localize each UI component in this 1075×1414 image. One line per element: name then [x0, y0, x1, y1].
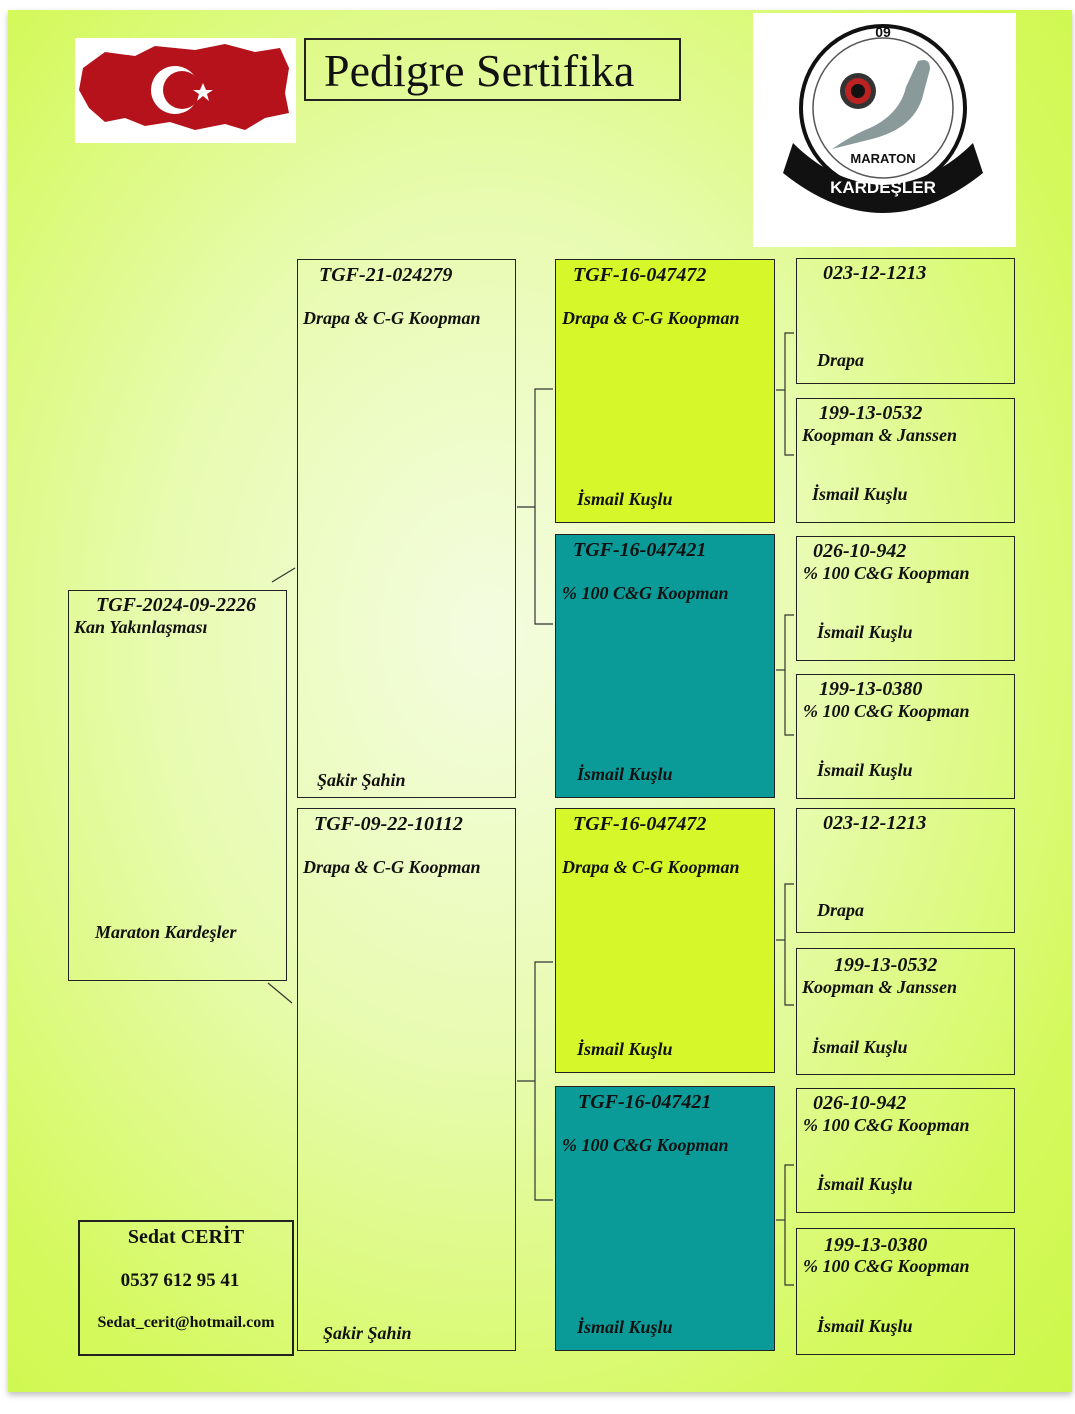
subject-owner: Maraton Kardeşler [95, 922, 237, 942]
grandparent-strain: Drapa & C-G Koopman [562, 857, 740, 877]
subject-box: TGF-2024-09-2226 Kan Yakınlaşması Marato… [68, 590, 287, 981]
grandparent-ring: TGF-16-047421 [578, 1091, 712, 1113]
great-grandparent-box: 199-13-0532 Koopman & Janssen İsmail Kuş… [796, 948, 1015, 1075]
ggp-owner: İsmail Kuşlu [817, 1316, 913, 1336]
ggp-strain: Drapa [817, 900, 865, 920]
sire-strain: Drapa & C-G Koopman [303, 308, 481, 328]
great-grandparent-box: 199-13-0380 % 100 C&G Koopman İsmail Kuş… [796, 1228, 1015, 1355]
grandparent-owner: İsmail Kuşlu [577, 764, 673, 784]
grandparent-strain: % 100 C&G Koopman [562, 1135, 729, 1155]
ggp-owner: İsmail Kuşlu [812, 484, 908, 504]
grandparent-owner: İsmail Kuşlu [577, 489, 673, 509]
ggp-strain: Koopman & Janssen [802, 425, 958, 445]
grandparent-box: TGF-16-047421 % 100 C&G Koopman İsmail K… [555, 534, 775, 798]
ggp-strain: Koopman & Janssen [802, 977, 958, 997]
ggp-ring: 199-13-0380 [819, 678, 923, 700]
great-grandparent-box: 199-13-0380 % 100 C&G Koopman İsmail Kuş… [796, 674, 1015, 799]
dam-ring: TGF-09-22-10112 [314, 813, 463, 835]
page-title: Pedigre Sertifika [324, 45, 635, 96]
sire-ring: TGF-21-024279 [319, 264, 453, 286]
dam-strain: Drapa & C-G Koopman [303, 857, 481, 877]
great-grandparent-box: 023-12-1213 Drapa [796, 808, 1015, 933]
ggp-ring: 026-10-942 [813, 540, 907, 562]
sire-owner: Şakir Şahin [317, 770, 406, 790]
logo-text-kardesler: KARDEŞLER [830, 178, 936, 197]
contact-email[interactable]: Sedat_cerit@hotmail.com [97, 1314, 275, 1331]
contact-name: Sedat CERİT [127, 1226, 245, 1248]
grandparent-owner: İsmail Kuşlu [577, 1039, 673, 1059]
grandparent-box: TGF-16-047421 % 100 C&G Koopman İsmail K… [555, 1086, 775, 1351]
dam-box: TGF-09-22-10112 Drapa & C-G Koopman Şaki… [297, 808, 516, 1351]
grandparent-ring: TGF-16-047472 [573, 264, 707, 286]
grandparent-owner: İsmail Kuşlu [577, 1317, 673, 1337]
ggp-owner: İsmail Kuşlu [817, 1174, 913, 1194]
grandparent-box: TGF-16-047472 Drapa & C-G Koopman İsmail… [555, 808, 775, 1073]
ggp-owner: İsmail Kuşlu [817, 760, 913, 780]
ggp-strain: % 100 C&G Koopman [803, 701, 970, 721]
logo-text-maraton: MARATON [850, 151, 915, 166]
subject-strain: Kan Yakınlaşması [74, 617, 208, 637]
logo-number: 09 [875, 24, 891, 40]
great-grandparent-box: 023-12-1213 Drapa [796, 258, 1015, 384]
grandparent-ring: TGF-16-047421 [573, 539, 707, 561]
great-grandparent-box: 026-10-942 % 100 C&G Koopman İsmail Kuşl… [796, 1088, 1015, 1213]
ggp-strain: % 100 C&G Koopman [803, 563, 970, 583]
ggp-ring: 199-13-0532 [819, 402, 923, 424]
ggp-ring: 026-10-942 [813, 1092, 907, 1114]
ggp-ring: 199-13-0532 [834, 954, 938, 976]
ggp-ring: 023-12-1213 [823, 262, 927, 284]
ggp-owner: İsmail Kuşlu [817, 622, 913, 642]
title-box: Pedigre Sertifika [304, 38, 681, 101]
grandparent-strain: % 100 C&G Koopman [562, 583, 729, 603]
ggp-ring: 199-13-0380 [824, 1234, 928, 1256]
great-grandparent-box: 199-13-0532 Koopman & Janssen İsmail Kuş… [796, 398, 1015, 523]
subject-ring: TGF-2024-09-2226 [96, 594, 256, 616]
great-grandparent-box: 026-10-942 % 100 C&G Koopman İsmail Kuşl… [796, 536, 1015, 661]
contact-box: Sedat CERİT 0537 612 95 41 Sedat_cerit@h… [78, 1220, 294, 1356]
ggp-strain: % 100 C&G Koopman [803, 1256, 970, 1276]
ggp-ring: 023-12-1213 [823, 812, 927, 834]
ggp-owner: İsmail Kuşlu [812, 1037, 908, 1057]
ggp-strain: % 100 C&G Koopman [803, 1115, 970, 1135]
grandparent-strain: Drapa & C-G Koopman [562, 308, 740, 328]
grandparent-ring: TGF-16-047472 [573, 813, 707, 835]
turkey-map-flag [75, 38, 296, 143]
contact-phone: 0537 612 95 41 [120, 1270, 240, 1291]
sire-box: TGF-21-024279 Drapa & C-G Koopman Şakir … [297, 259, 516, 798]
dam-owner: Şakir Şahin [323, 1323, 412, 1343]
club-logo: MARATON KARDEŞLER 09 [753, 13, 1016, 247]
grandparent-box: TGF-16-047472 Drapa & C-G Koopman İsmail… [555, 259, 775, 523]
ggp-strain: Drapa [817, 350, 865, 370]
